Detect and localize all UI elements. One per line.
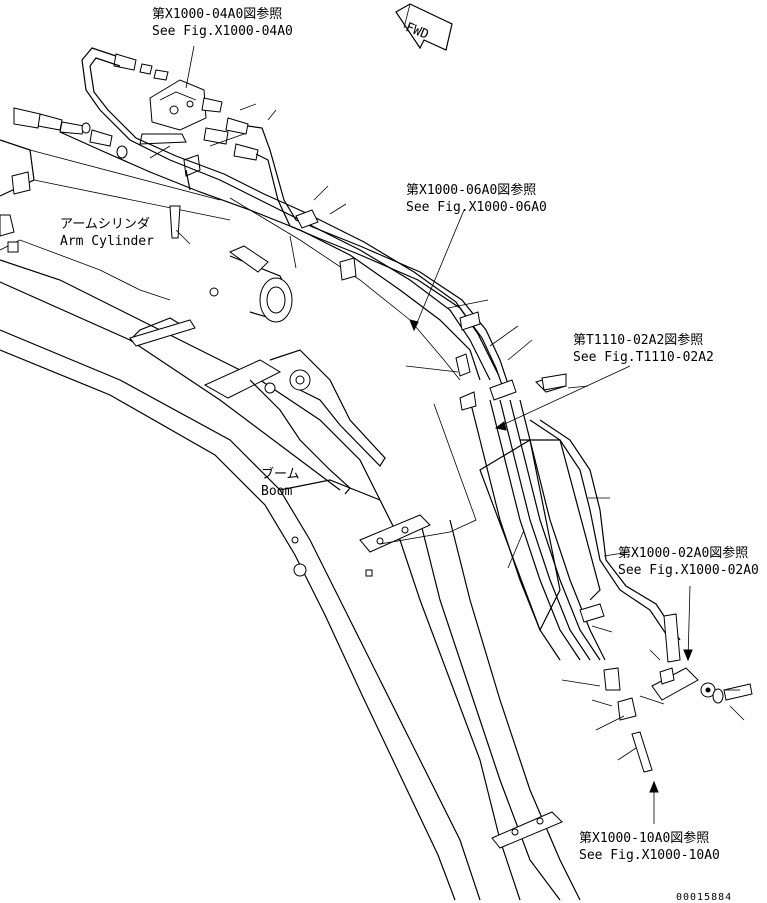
ref-04a0-jp: 第X1000-04A0図参照: [152, 6, 282, 22]
ref-06a0-en: See Fig.X1000-06A0: [406, 200, 547, 215]
ref-06a0-jp: 第X1000-06A0図参照: [406, 182, 536, 198]
hose-fittings: [13, 53, 259, 161]
ref-t1110-en: See Fig.T1110-02A2: [573, 350, 714, 365]
ref-02a0-en: See Fig.X1000-02A0: [618, 563, 759, 578]
leader-lines: [149, 45, 745, 824]
ref-02a0-jp: 第X1000-02A0図参照: [618, 545, 748, 561]
hose-lines: [59, 47, 681, 691]
valve-block: [139, 79, 207, 145]
fwd-arrow-icon: [395, 3, 453, 51]
ref-10a0-jp: 第X1000-10A0図参照: [579, 830, 709, 846]
arm-cylinder-label-jp: アームシリンダ: [60, 217, 150, 232]
fwd-label: FWD: [403, 20, 431, 43]
arm-cylinder: [0, 139, 293, 323]
boom-structure: [0, 214, 581, 901]
drawing-number: 00015884: [676, 892, 732, 903]
ref-04a0-en: See Fig.X1000-04A0: [152, 24, 293, 39]
boom-label-jp: ブーム: [261, 466, 300, 482]
ref-t1110-jp: 第T1110-02A2図参照: [573, 332, 703, 348]
lower-fittings: [541, 373, 753, 773]
boom-label-en: Boom: [261, 484, 292, 499]
arm-cylinder-label-en: Arm Cylinder: [60, 234, 154, 249]
ref-10a0-en: See Fig.X1000-10A0: [579, 848, 720, 863]
